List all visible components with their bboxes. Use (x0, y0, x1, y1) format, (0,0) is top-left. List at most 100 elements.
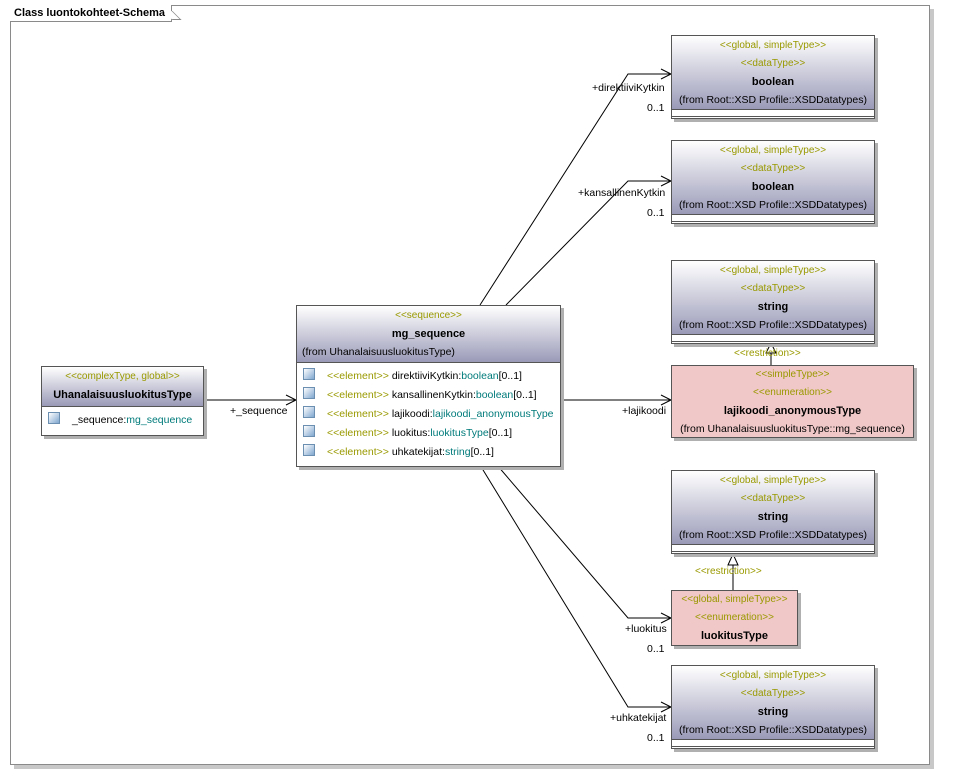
class-mg-sequence[interactable]: <<sequence>> mg_sequence (from Uhanalais… (296, 305, 561, 467)
attribute-multiplicity: [0..1] (488, 427, 513, 439)
compartment-separator (672, 746, 874, 748)
class-stereotype-secondary: <<dataType>> (740, 493, 806, 504)
multiplicity-direktiivikytkin: 0..1 (647, 102, 665, 114)
class-stereotype: <<sequence>> (395, 310, 462, 321)
class-stereotype-primary: <<global, simpleType>> (719, 670, 827, 681)
class-stereotype-primary: <<global, simpleType>> (719, 145, 827, 156)
class-stereotype-primary: <<global, simpleType>> (719, 475, 827, 486)
attribute-icon (303, 444, 315, 456)
compartment-separator (672, 109, 874, 111)
class-name: string (757, 301, 789, 313)
class-stereotype-secondary: <<dataType>> (740, 688, 806, 699)
association-line-kansallinen (505, 180, 671, 306)
enumeration-luokitustype[interactable]: <<global, simpleType>> <<enumeration>> l… (671, 590, 798, 646)
class-stereotype-primary: <<global, simpleType>> (719, 40, 827, 51)
attribute-type: boolean (461, 370, 499, 382)
attribute-stereotype: <<element>> (327, 427, 389, 439)
class-origin: (from Root::XSD Profile::XSDDatatypes) (679, 94, 867, 106)
attribute-row[interactable]: <<element>> uhkatekijat:string[0..1] (297, 443, 560, 462)
compartment-separator (672, 221, 874, 223)
class-origin: (from UhanalaisuusluokitusType) (302, 346, 455, 358)
attribute-type: lajikoodi_anonymousType (432, 408, 554, 420)
attribute-name: uhkatekijat: (391, 446, 445, 458)
role-label-kansallinenkytkin: +kansallinenKytkin (578, 187, 666, 199)
datatype-string-2[interactable]: <<global, simpleType>> <<dataType>> stri… (671, 470, 875, 554)
class-stereotype: <<complexType, global>> (65, 371, 180, 382)
class-stereotype-secondary: <<dataType>> (740, 283, 806, 294)
attribute-row[interactable]: <<element>> luokitus:luokitusType[0..1] (297, 424, 560, 443)
class-name: string (757, 706, 789, 718)
role-label-uhkatekijat: +uhkatekijat (610, 712, 667, 724)
attribute-name: kansallinenKytkin: (391, 389, 476, 401)
attribute-icon (303, 368, 315, 380)
attribute-name: luokitus: (391, 427, 431, 439)
class-stereotype-secondary: <<enumeration>> (695, 612, 774, 623)
class-stereotype-secondary: <<enumeration>> (753, 387, 832, 398)
class-origin: (from Root::XSD Profile::XSDDatatypes) (679, 199, 867, 211)
class-name: luokitusType (700, 630, 769, 642)
class-stereotype-secondary: <<dataType>> (740, 58, 806, 69)
attribute-type: string (444, 446, 471, 458)
multiplicity-luokitus: 0..1 (647, 643, 665, 655)
class-origin: (from UhanalaisuusluokitusType::mg_seque… (680, 423, 905, 435)
role-label-luokitus: +luokitus (625, 623, 667, 635)
attribute-row[interactable]: <<element>> lajikoodi:lajikoodi_anonymou… (297, 405, 560, 424)
compartment-separator (672, 341, 874, 343)
compartment-separator (672, 551, 874, 553)
compartment-separator (672, 334, 874, 336)
restriction-arrowhead-luokitus (727, 552, 739, 566)
attribute-multiplicity: [0..1] (470, 446, 494, 458)
attribute-stereotype: <<element>> (327, 389, 389, 401)
attribute-icon (303, 387, 315, 399)
attribute-stereotype: <<element>> (327, 446, 389, 458)
datatype-string-3[interactable]: <<global, simpleType>> <<dataType>> stri… (671, 665, 875, 749)
diagram-title: Class luontokohteet-Schema (10, 5, 172, 22)
attribute-name: _sequence: (72, 414, 127, 426)
restriction-label-luokitus: <<restriction>> (695, 566, 762, 577)
role-label-lajikoodi: +lajikoodi (622, 405, 667, 417)
class-stereotype-primary: <<simpleType>> (755, 369, 830, 380)
datatype-boolean-2[interactable]: <<global, simpleType>> <<dataType>> bool… (671, 140, 875, 224)
enumeration-lajikoodi-anonymoustype[interactable]: <<simpleType>> <<enumeration>> lajikoodi… (671, 365, 914, 438)
datatype-string-1[interactable]: <<global, simpleType>> <<dataType>> stri… (671, 260, 875, 344)
association-line-uhkatekijat (479, 464, 671, 708)
class-stereotype-secondary: <<dataType>> (740, 163, 806, 174)
compartment-separator (672, 214, 874, 216)
restriction-label-lajikoodi: <<restriction>> (734, 348, 801, 359)
compartment-separator (42, 406, 203, 411)
attribute-name: lajikoodi: (391, 408, 433, 420)
class-header: <<global, simpleType>> <<dataType>> stri… (672, 666, 874, 739)
association-line-direktiivi (479, 73, 671, 306)
class-header: <<global, simpleType>> <<dataType>> bool… (672, 36, 874, 109)
attribute-icon (303, 406, 315, 418)
class-header: <<simpleType>> <<enumeration>> lajikoodi… (672, 366, 913, 437)
class-header: <<global, simpleType>> <<enumeration>> l… (672, 591, 797, 645)
class-header: <<global, simpleType>> <<dataType>> stri… (672, 471, 874, 544)
class-origin: (from Root::XSD Profile::XSDDatatypes) (679, 319, 867, 331)
attribute-row[interactable]: _sequence:mg_sequence (42, 411, 203, 430)
role-label-sequence: +_sequence (230, 405, 288, 417)
compartment-separator (672, 739, 874, 741)
class-name: boolean (751, 181, 795, 193)
datatype-boolean-1[interactable]: <<global, simpleType>> <<dataType>> bool… (671, 35, 875, 119)
class-name: mg_sequence (391, 328, 466, 340)
attribute-type: boolean (475, 389, 514, 401)
compartment-separator (297, 362, 560, 367)
attribute-row[interactable]: <<element>> kansallinenKytkin:boolean[0.… (297, 386, 560, 405)
role-label-direktiivikytkin: +direktiiviKytkin (592, 82, 665, 94)
attribute-multiplicity: [0..1] (513, 389, 537, 401)
restriction-arrowhead-lajikoodi (765, 341, 777, 354)
multiplicity-uhkatekijat: 0..1 (647, 732, 665, 744)
compartment-separator (672, 544, 874, 546)
class-name: boolean (751, 76, 795, 88)
attribute-row[interactable]: <<element>> direktiiviKytkin:boolean[0..… (297, 367, 560, 386)
attribute-icon (303, 425, 315, 437)
association-line-luokitus (496, 464, 671, 619)
attribute-name: direktiiviKytkin: (391, 370, 462, 382)
attribute-type: luokitusType (430, 427, 489, 439)
class-uhanalaisuusluokitustype[interactable]: <<complexType, global>> Uhanalaisuusluok… (41, 366, 204, 436)
class-name: UhanalaisuusluokitusType (53, 389, 192, 401)
attribute-stereotype: <<element>> (327, 370, 389, 382)
attribute-multiplicity: [0..1] (498, 370, 522, 382)
compartment-separator (672, 116, 874, 118)
